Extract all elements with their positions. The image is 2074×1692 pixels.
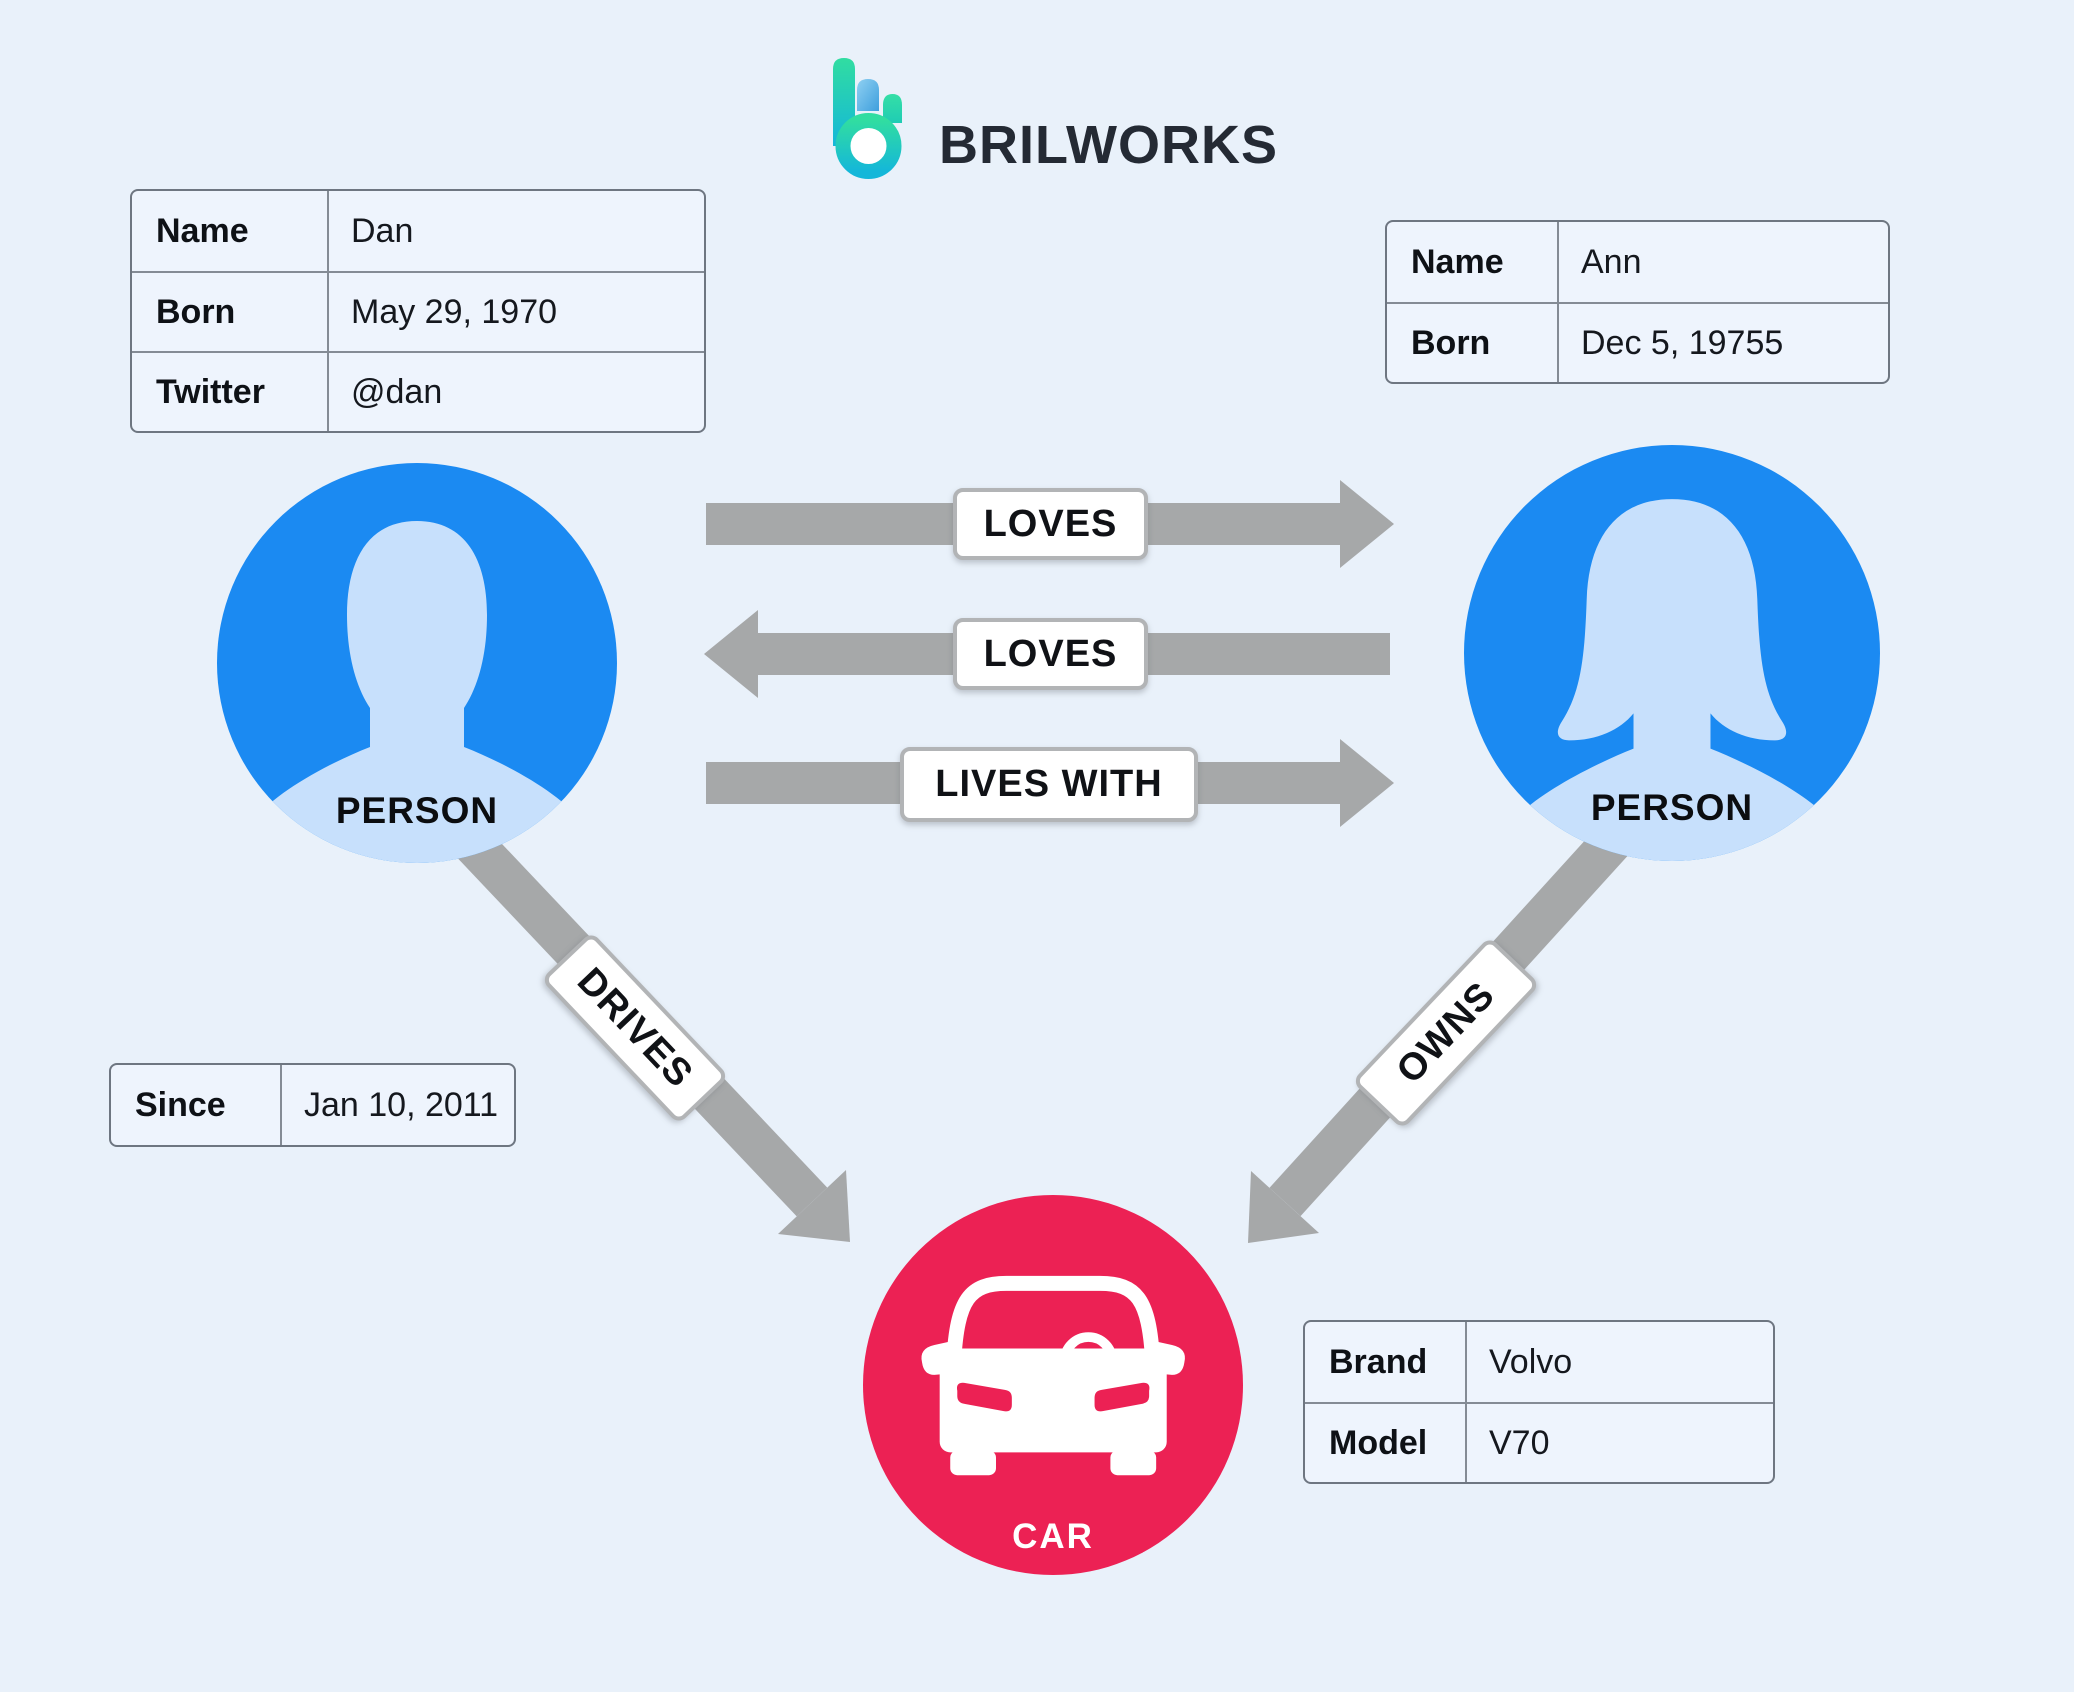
female-user-silhouette-icon xyxy=(1464,445,1880,861)
person-node-left: PERSON xyxy=(217,463,617,863)
brilworks-wordmark: BRILWORKS xyxy=(939,115,1278,175)
table-row: Name Dan xyxy=(132,191,704,271)
male-user-silhouette-icon xyxy=(217,463,617,863)
property-key: Twitter xyxy=(132,353,329,431)
property-key: Since xyxy=(111,1065,282,1145)
table-row: Twitter @dan xyxy=(132,351,704,431)
node-label: CAR xyxy=(1012,1517,1094,1556)
property-value: V70 xyxy=(1489,1423,1550,1462)
car-front-icon xyxy=(863,1195,1243,1575)
property-value: Ann xyxy=(1581,242,1642,281)
table-row: Name Ann xyxy=(1387,222,1888,302)
person-node-right: PERSON xyxy=(1464,445,1880,861)
car-node: CAR xyxy=(863,1195,1243,1575)
drives-since-table: Since Jan 10, 2011 xyxy=(109,1063,516,1147)
property-key: Name xyxy=(132,191,329,271)
property-value: Dan xyxy=(351,211,414,250)
property-value: Dec 5, 19755 xyxy=(1581,323,1784,362)
property-value: May 29, 1970 xyxy=(351,292,558,331)
car-properties-table: Brand Volvo Model V70 xyxy=(1303,1320,1775,1484)
property-value: Jan 10, 2011 xyxy=(304,1085,499,1124)
table-row: Born Dec 5, 19755 xyxy=(1387,302,1888,382)
property-key: Name xyxy=(1387,222,1559,302)
table-row: Since Jan 10, 2011 xyxy=(111,1065,514,1145)
brilworks-logo: BRILWORKS xyxy=(833,58,1278,182)
brilworks-b-icon xyxy=(833,58,902,179)
table-row: Brand Volvo xyxy=(1305,1322,1773,1402)
property-value: Volvo xyxy=(1489,1342,1573,1381)
property-key: Born xyxy=(1387,304,1559,382)
table-row: Model V70 xyxy=(1305,1402,1773,1482)
property-key: Brand xyxy=(1305,1322,1467,1402)
node-label: PERSON xyxy=(335,790,499,831)
property-key: Born xyxy=(132,273,329,351)
node-label: PERSON xyxy=(1590,787,1754,828)
dan-properties-table: Name Dan Born May 29, 1970 Twitter @dan xyxy=(130,189,706,433)
table-row: Born May 29, 1970 xyxy=(132,271,704,351)
relationship-label-loves-ltr: LOVES xyxy=(953,488,1148,560)
relationship-label-lives-with: LIVES WITH xyxy=(900,747,1198,822)
relationship-label-loves-rtl: LOVES xyxy=(953,618,1148,690)
ann-properties-table: Name Ann Born Dec 5, 19755 xyxy=(1385,220,1890,384)
property-key: Model xyxy=(1305,1404,1467,1482)
property-value: @dan xyxy=(351,372,443,411)
